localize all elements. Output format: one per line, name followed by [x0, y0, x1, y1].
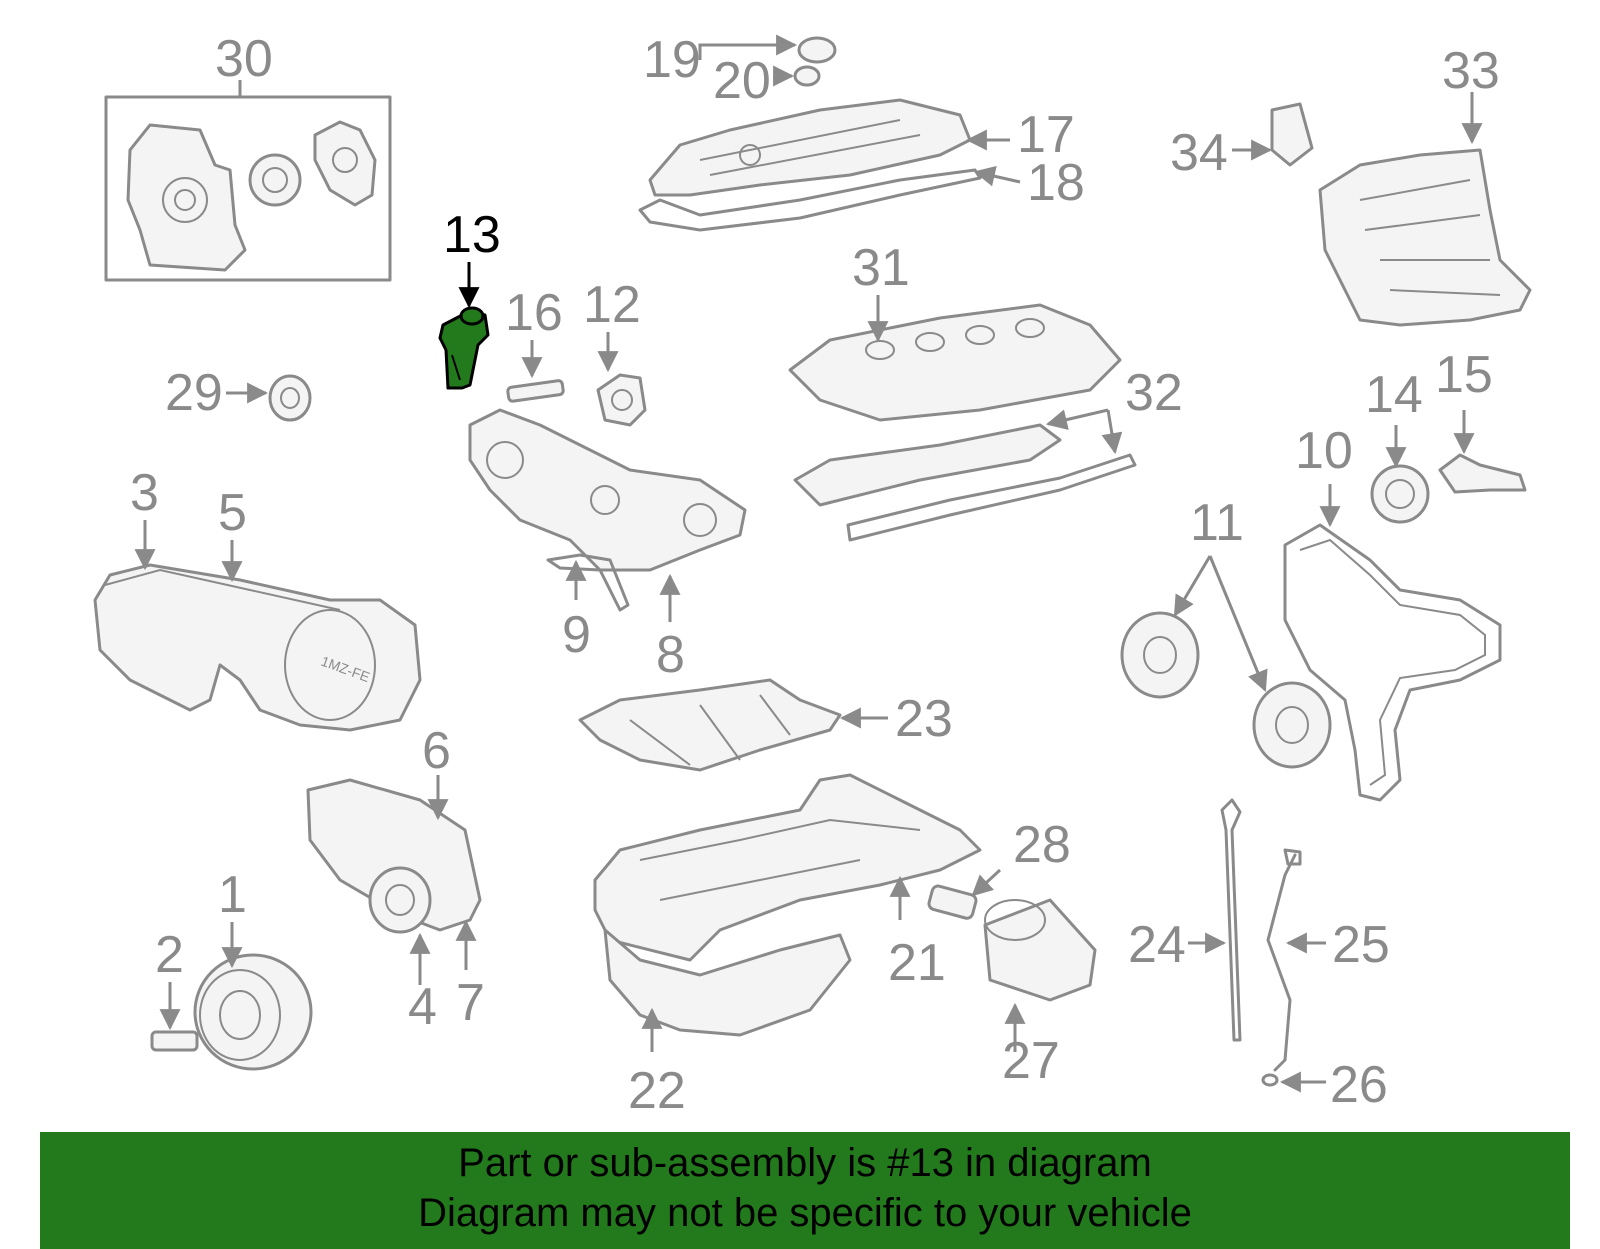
part-33-intake-manifold[interactable]: [1318, 148, 1532, 327]
part-19-oil-filler-cap[interactable]: [793, 36, 837, 87]
label-21: 21: [888, 934, 946, 992]
part-28-oil-filter-union[interactable]: [927, 884, 978, 920]
part-11-camshaft-pulleys[interactable]: [1120, 611, 1332, 769]
part-12-idler-pulley[interactable]: [596, 373, 647, 427]
part-30-oil-pump-kit[interactable]: [104, 95, 392, 282]
label-34: 34: [1170, 124, 1228, 182]
engine-parts-diagram: 1MZ-FE: [93, 30, 1532, 1120]
part-32-intake-gaskets[interactable]: [793, 423, 1137, 542]
label-2: 2: [155, 926, 184, 984]
label-14: 14: [1365, 366, 1423, 424]
part-info-banner: Part or sub-assembly is #13 in diagram D…: [40, 1132, 1570, 1249]
part-2-pulley-bolt[interactable]: [150, 1030, 199, 1052]
label-20: 20: [713, 52, 771, 110]
label-3: 3: [130, 464, 159, 522]
part-27-oil-filter[interactable]: [983, 898, 1097, 1002]
label-26: 26: [1330, 1056, 1388, 1114]
part-1-crank-pulley[interactable]: [193, 953, 313, 1071]
label-22: 22: [628, 1062, 686, 1120]
label-9: 9: [562, 606, 591, 664]
part-3-timing-cover-upper[interactable]: 1MZ-FE: [93, 563, 422, 732]
label-19: 19: [643, 31, 701, 89]
label-32: 32: [1125, 364, 1183, 422]
label-31: 31: [852, 239, 910, 297]
part-26-o-ring[interactable]: [1261, 1073, 1279, 1087]
label-12: 12: [583, 276, 641, 334]
label-18: 18: [1027, 154, 1085, 212]
part-29-crank-sprocket[interactable]: [268, 374, 312, 422]
label-27: 27: [1002, 1032, 1060, 1090]
label-29: 29: [165, 364, 223, 422]
part-8-timing-belt-plate[interactable]: [468, 408, 747, 572]
label-5: 5: [218, 484, 247, 542]
label-10: 10: [1295, 422, 1353, 480]
part-10-timing-belt[interactable]: [1283, 523, 1502, 802]
part-4-crankshaft-pulley[interactable]: [368, 866, 432, 934]
label-25: 25: [1332, 916, 1390, 974]
part-15-tensioner-bracket[interactable]: [1438, 453, 1527, 494]
part-21-oil-pan-upper[interactable]: [593, 773, 982, 962]
part-23-oil-baffle[interactable]: [578, 678, 842, 772]
label-24: 24: [1128, 916, 1186, 974]
label-23: 23: [895, 690, 953, 748]
label-17: 17: [1017, 106, 1075, 164]
label-4: 4: [408, 978, 437, 1036]
banner-line-disclaimer: Diagram may not be specific to your vehi…: [418, 1191, 1192, 1235]
label-13: 13: [443, 206, 501, 264]
label-11: 11: [1190, 494, 1244, 552]
label-16: 16: [505, 284, 563, 342]
label-8: 8: [656, 626, 685, 684]
part-17-valve-cover[interactable]: [648, 98, 972, 197]
part-34-intake-gasket[interactable]: [1270, 102, 1314, 167]
label-1: 1: [218, 866, 247, 924]
label-15: 15: [1435, 346, 1493, 404]
part-22-oil-pan-lower[interactable]: [603, 928, 852, 1037]
label-7: 7: [456, 974, 485, 1032]
part-13-highlighted[interactable]: [438, 306, 490, 390]
label-6: 6: [422, 722, 451, 780]
label-33: 33: [1442, 42, 1500, 100]
banner-line-part: Part or sub-assembly is #13 in diagram: [458, 1141, 1152, 1185]
part-25-dipstick-tube[interactable]: [1266, 848, 1302, 1072]
part-24-dipstick[interactable]: [1220, 798, 1242, 1042]
label-28: 28: [1013, 816, 1071, 874]
part-31-intake-plenum[interactable]: [788, 303, 1122, 422]
part-16-bolt[interactable]: [506, 379, 565, 403]
part-14-tensioner-pulley[interactable]: [1370, 464, 1430, 524]
label-30: 30: [215, 30, 273, 88]
